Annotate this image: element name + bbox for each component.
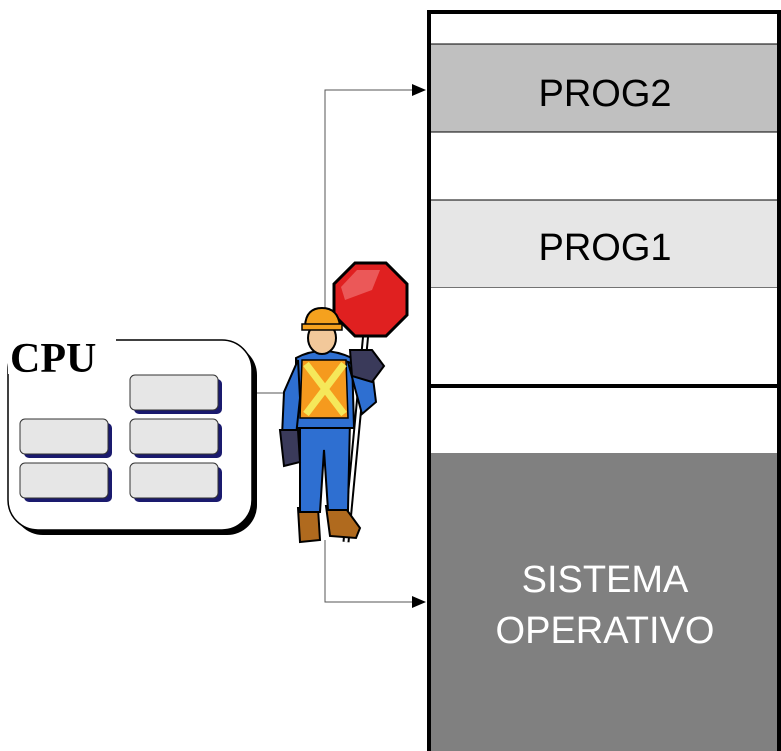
glove-left bbox=[278, 429, 302, 468]
prog1-label: PROG1 bbox=[538, 227, 671, 269]
os-label-line2: OPERATIVO bbox=[496, 610, 715, 652]
overalls-legs bbox=[299, 419, 352, 513]
glove-right bbox=[348, 349, 386, 384]
cpu-register bbox=[19, 418, 112, 458]
traffic-controller-stop-sign-icon bbox=[278, 261, 409, 544]
cpu-register bbox=[129, 462, 222, 502]
boot-left bbox=[296, 507, 322, 544]
memory-free-3 bbox=[428, 386, 781, 453]
arm-left bbox=[280, 359, 302, 437]
os-block bbox=[428, 453, 781, 751]
memory-free-2 bbox=[428, 288, 781, 386]
memory-top-free bbox=[428, 12, 781, 44]
cpu-register bbox=[19, 462, 112, 502]
memory-column: PROG2 PROG1 SISTEMA OPERATIVO bbox=[427, 10, 781, 751]
os-label-line1: SISTEMA bbox=[522, 559, 689, 601]
cpu-label: CPU bbox=[10, 336, 96, 382]
prog1-block bbox=[427, 199, 781, 289]
cpu-register bbox=[129, 374, 222, 414]
arrow-to-prog2 bbox=[324, 84, 426, 330]
arrow-to-os bbox=[324, 540, 426, 608]
memory-free-1 bbox=[427, 131, 781, 201]
prog2-label: PROG2 bbox=[538, 73, 671, 115]
prog2-block bbox=[427, 43, 781, 133]
cpu-unit: CPU bbox=[7, 334, 257, 535]
cpu-register bbox=[129, 418, 222, 458]
hard-hat bbox=[303, 306, 342, 327]
